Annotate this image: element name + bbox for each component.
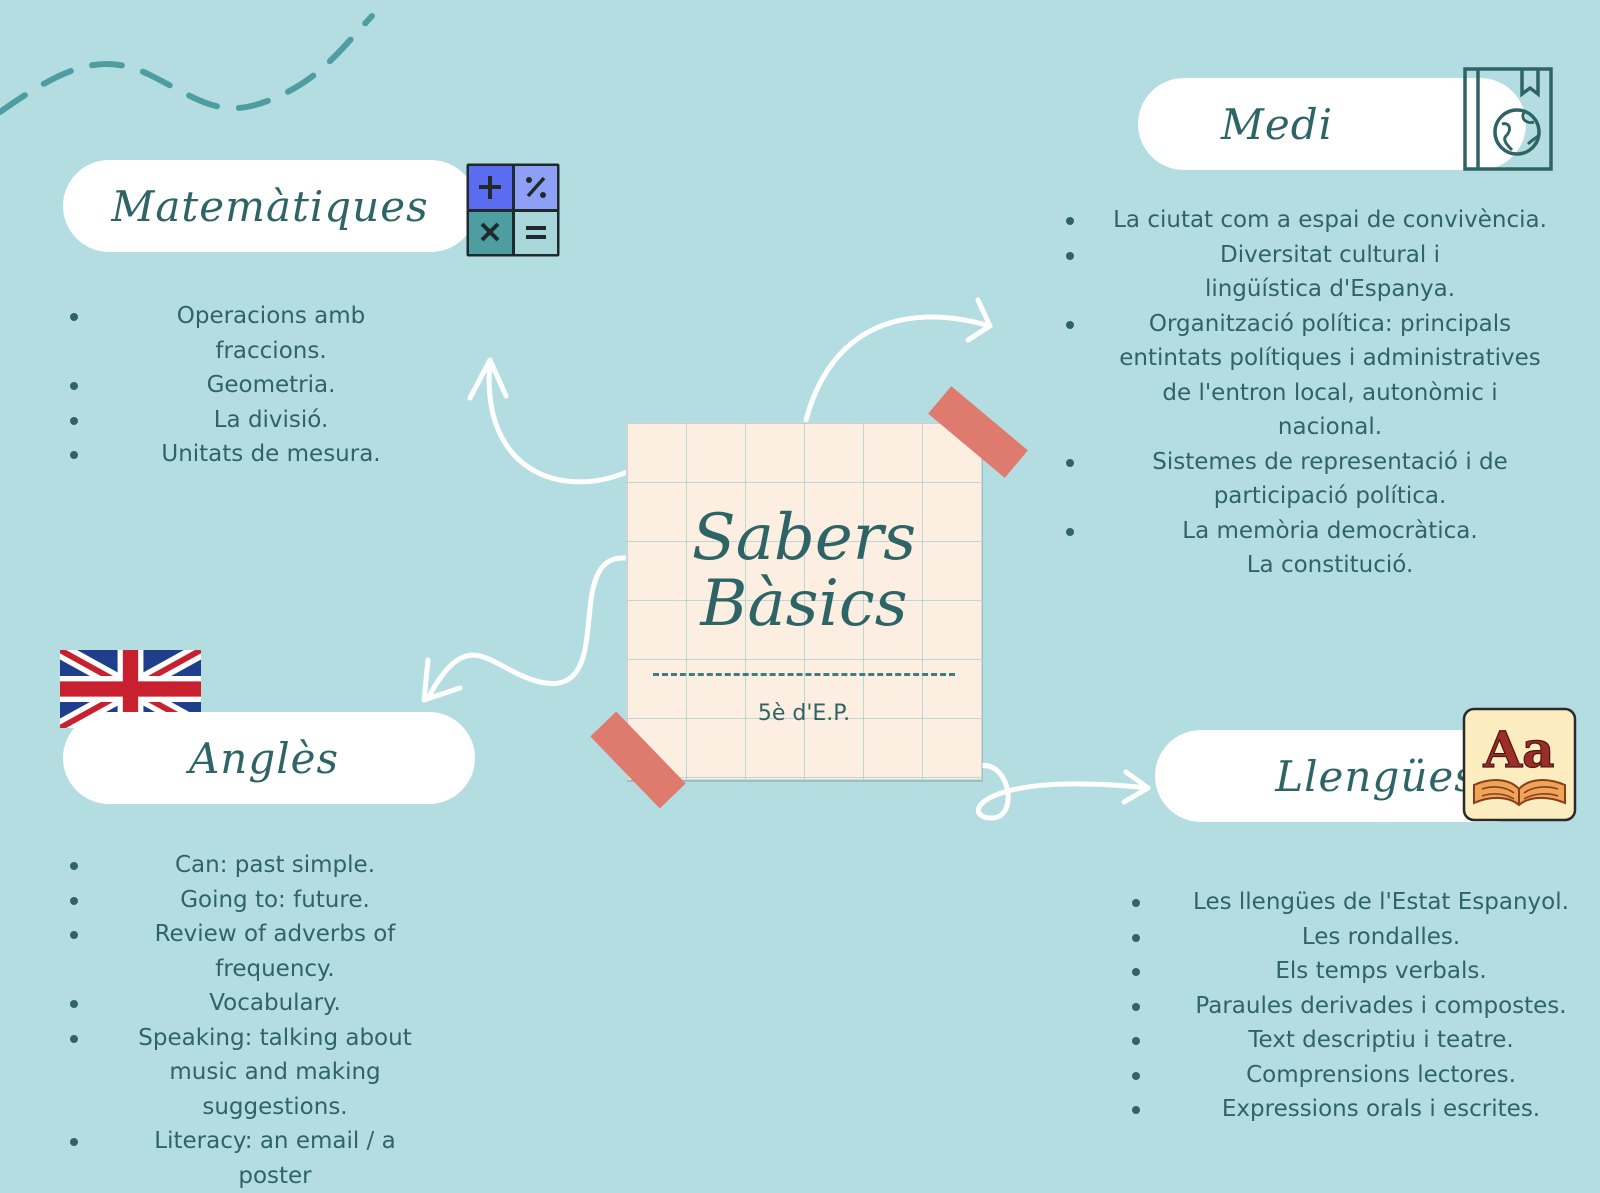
center-title-line1: Sabers <box>691 501 917 575</box>
llengues-title: Llengües <box>1275 751 1477 801</box>
list-item: Operacions amb fraccions. <box>70 299 424 368</box>
arrow-to-medi <box>803 314 993 423</box>
llengues-list: Les llengües de l'Estat Espanyol. Les ro… <box>1132 885 1576 1127</box>
list-item: Les llengües de l'Estat Espanyol. <box>1132 885 1576 920</box>
matematiques-pill: Matemàtiques <box>63 160 477 252</box>
matematiques-list: Operacions amb fraccions. Geometria. La … <box>70 299 424 472</box>
globe-book-icon <box>1462 66 1556 172</box>
list-item: Sistemes de representació i de participa… <box>1066 445 1550 514</box>
list-item: Vocabulary. <box>70 986 432 1021</box>
center-subtitle: 5è d'E.P. <box>757 701 851 726</box>
list-item: Les rondalles. <box>1132 920 1576 955</box>
list-item: La ciutat com a espai de convivència. <box>1066 203 1550 238</box>
svg-text:Aa: Aa <box>1482 720 1554 779</box>
arrow-to-llengues <box>975 763 1151 821</box>
list-item: Review of adverbs of frequency. <box>70 917 432 986</box>
list-item: Going to: future. <box>70 883 432 918</box>
center-title: Sabers Bàsics <box>627 505 981 637</box>
list-item: Paraules derivades i compostes. <box>1132 989 1576 1024</box>
list-item: Comprensions lectores. <box>1132 1058 1576 1093</box>
medi-list: La ciutat com a espai de convivència. Di… <box>1066 203 1550 583</box>
dictionary-aa-icon: Aa <box>1462 707 1577 822</box>
arrow-to-angles <box>425 555 630 701</box>
list-item: Organització política: principals entint… <box>1066 307 1550 445</box>
medi-title: Medi <box>1220 99 1334 149</box>
medi-pill: Medi <box>1138 78 1526 170</box>
list-item: Expressions orals i escrites. <box>1132 1092 1576 1127</box>
list-item: La divisió. <box>70 403 424 438</box>
list-item: Els temps verbals. <box>1132 954 1576 989</box>
list-item: Unitats de mesura. <box>70 437 424 472</box>
list-item: Geometria. <box>70 368 424 403</box>
arrow-to-matematiques <box>486 359 630 485</box>
center-note: Sabers Bàsics 5è d'E.P. <box>626 422 982 780</box>
list-item: La memòria democràtica. La constitució. <box>1066 514 1550 583</box>
list-item: Speaking: talking about music and making… <box>70 1021 432 1125</box>
list-item: Diversitat cultural i lingüística d'Espa… <box>1066 238 1550 307</box>
angles-pill: Anglès <box>63 712 475 804</box>
angles-list: Can: past simple. Going to: future. Revi… <box>70 848 432 1193</box>
center-title-line2: Bàsics <box>700 567 908 641</box>
calculator-icon <box>465 162 561 258</box>
list-item: Literacy: an email / a poster <box>70 1124 432 1193</box>
list-item: Text descriptiu i teatre. <box>1132 1023 1576 1058</box>
list-item: Can: past simple. <box>70 848 432 883</box>
angles-title: Anglès <box>188 733 340 783</box>
matematiques-title: Matemàtiques <box>111 181 429 231</box>
note-divider <box>653 673 955 676</box>
decorative-dashed-line <box>0 13 375 115</box>
